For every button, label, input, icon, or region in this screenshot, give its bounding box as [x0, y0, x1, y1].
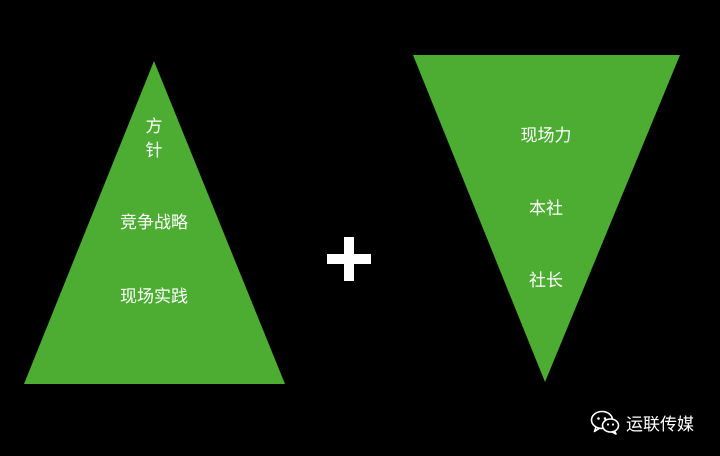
wechat-icon — [590, 410, 620, 435]
label-field-power: 现场力 — [520, 126, 572, 146]
watermark-text: 运联传媒 — [626, 414, 694, 435]
upward-triangle — [24, 61, 285, 384]
label-headquarters: 本社 — [529, 199, 563, 219]
label-competitive-strategy: 竞争战略 — [120, 213, 188, 233]
label-policy-line1: 方 — [145, 117, 163, 137]
label-president: 社长 — [529, 271, 563, 291]
label-policy-line2: 针 — [145, 141, 163, 161]
downward-triangle — [413, 55, 680, 382]
plus-bar-vertical — [344, 237, 354, 281]
watermark: 运联传媒 — [590, 408, 694, 436]
plus-icon — [327, 237, 371, 281]
label-field-practice: 现场实践 — [120, 287, 188, 307]
